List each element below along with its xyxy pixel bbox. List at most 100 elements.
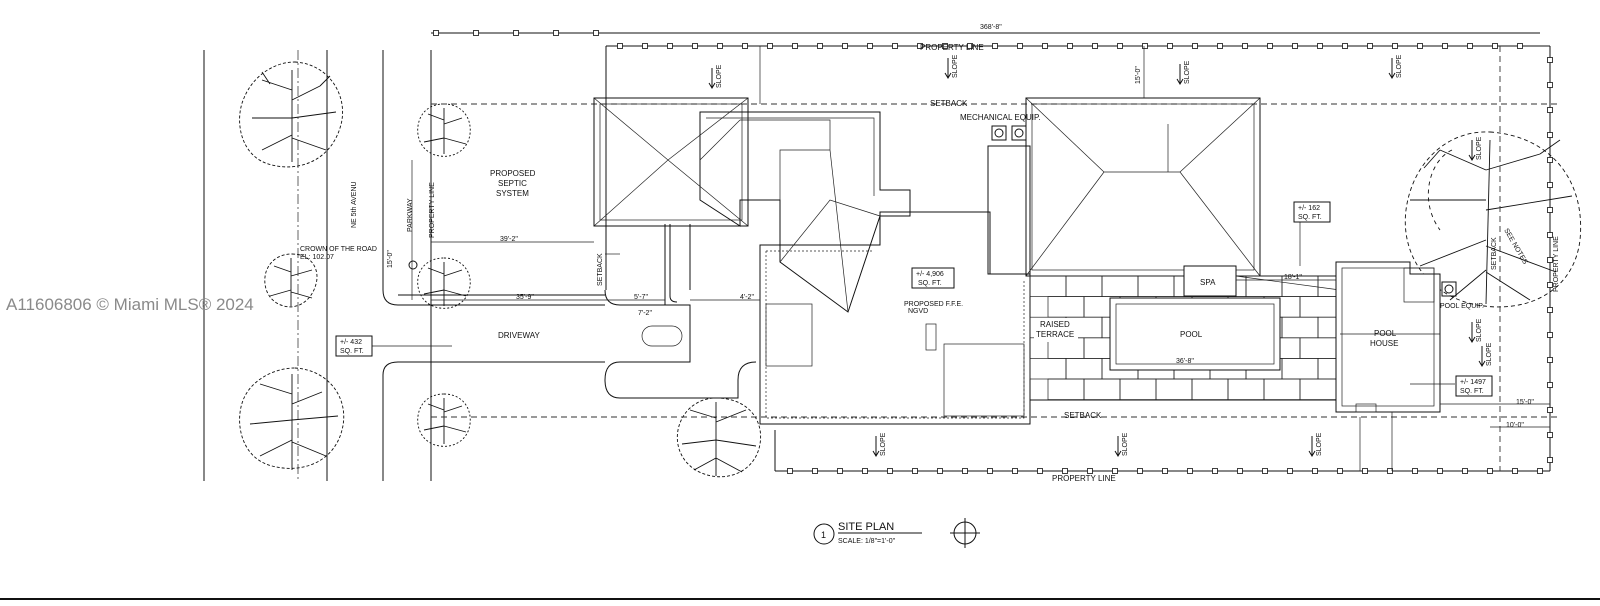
site-plan-scale: SCALE: 1/8"=1'-0" (838, 538, 896, 545)
ffe-label-line2: NGVD (908, 308, 928, 315)
property-line-marker (593, 30, 599, 36)
property-line-marker (1187, 468, 1193, 474)
paver (1137, 275, 1175, 297)
property-line-marker (1537, 468, 1543, 474)
property-line-marker (1547, 307, 1553, 313)
property-line-marker (937, 468, 943, 474)
slope-arrow: SLOPE (1478, 342, 1493, 367)
property-line-marker (1547, 457, 1553, 463)
property-line-marker (787, 468, 793, 474)
setback-lines (431, 46, 1560, 471)
property-line-marker (987, 468, 993, 474)
pool-house-line2: HOUSE (1370, 339, 1398, 348)
property-line-marker (1212, 468, 1218, 474)
property-line-marker (433, 30, 439, 36)
tree-right-canopy (1404, 131, 1582, 308)
property-line-marker (1362, 468, 1368, 474)
property-line-marker (862, 468, 868, 474)
property-line-marker (892, 43, 898, 49)
property-line-marker (1547, 132, 1553, 138)
slope-label: SLOPE (1476, 136, 1483, 160)
property-line-marker (1547, 282, 1553, 288)
paver (1299, 378, 1337, 400)
property-line-marker (1312, 468, 1318, 474)
property-line-marker (1012, 468, 1018, 474)
property-line-marker (967, 43, 973, 49)
ffe-label-line1: PROPOSED F.F.E. (904, 301, 963, 308)
paver (1281, 316, 1319, 339)
property-line-marker (1192, 43, 1198, 49)
property-line-marker (1387, 468, 1393, 474)
street-label: NE 5th AVENU (351, 181, 358, 228)
slope-label: SLOPE (1122, 432, 1129, 456)
slope-label: SLOPE (952, 54, 959, 78)
property-line-marker (1417, 43, 1423, 49)
property-line-right-label: PROPERTY LINE (1553, 236, 1560, 292)
house-area-box (911, 267, 955, 289)
crown-marker (408, 260, 418, 270)
property-line-marker (1017, 43, 1023, 49)
paver (1047, 378, 1085, 400)
property-line-marker (1467, 43, 1473, 49)
tree-large-top (239, 61, 344, 168)
site-plan-title: SITE PLAN (838, 521, 894, 533)
property-line-marker (1292, 43, 1298, 49)
property-line-marker (1242, 43, 1248, 49)
property-line-marker (1087, 468, 1093, 474)
property-line-marker (917, 43, 923, 49)
paver (1101, 275, 1139, 297)
driveway-area-box (335, 335, 373, 357)
property-line-marker (1547, 207, 1553, 213)
house-roof-right (1025, 97, 1261, 277)
property-line-marker (842, 43, 848, 49)
property-line-marker (1137, 468, 1143, 474)
north-arrow-icon (950, 518, 980, 548)
property-line-marker (1492, 43, 1498, 49)
paver (1029, 358, 1067, 380)
slope-arrow: SLOPE (1114, 432, 1129, 457)
street-lines (203, 50, 605, 481)
property-line-marker (792, 43, 798, 49)
property-line-markers (433, 30, 1553, 474)
property-line-marker (1287, 468, 1293, 474)
pool-house-area-line1: +/- 1497 (1460, 379, 1486, 386)
property-line-marker (617, 43, 623, 49)
property-line-marker (1317, 43, 1323, 49)
slope-label: SLOPE (716, 64, 723, 88)
property-line-marker (912, 468, 918, 474)
property-line-marker (1547, 357, 1553, 363)
driveway-area-line2: SQ. FT. (340, 348, 364, 355)
property-line-marker (1367, 43, 1373, 49)
slope-label: SLOPE (1184, 60, 1191, 84)
paver (1065, 275, 1103, 297)
driveway-drawing (604, 224, 757, 399)
spa (1183, 265, 1341, 297)
crown-label-line2: EL: 102.07 (300, 254, 334, 261)
mechanical-equipment-label: MECHANICAL EQUIP. (960, 113, 1040, 122)
property-line-marker (473, 30, 479, 36)
tree-large-bottom (239, 367, 345, 470)
pool-house-area-box (1455, 375, 1493, 397)
crown-label-line1: CROWN OF THE ROAD (300, 246, 377, 253)
mechanical-equipment-units (991, 125, 1027, 141)
property-line-marker (1517, 43, 1523, 49)
slope-label: SLOPE (1486, 342, 1493, 366)
paver (1299, 337, 1337, 359)
dim-left-vertical: 15'-0" (387, 250, 394, 268)
property-line-marker (767, 43, 773, 49)
property-line-marker (1512, 468, 1518, 474)
paver (1065, 358, 1103, 380)
slope-arrow: SLOPE (1468, 318, 1483, 343)
slope-label: SLOPE (880, 432, 887, 456)
property-line-marker (942, 43, 948, 49)
property-line-bottom-label: PROPERTY LINE (1052, 474, 1116, 483)
property-line-marker (962, 468, 968, 474)
property-line-marker (1267, 43, 1273, 49)
setback-right-label: SETBACK (1491, 237, 1498, 270)
slope-arrow: SLOPE (944, 54, 959, 79)
property-line-marker (1547, 407, 1553, 413)
slope-arrow: SLOPE (1468, 136, 1483, 161)
slope-arrow: SLOPE (708, 64, 723, 89)
property-line-marker (1037, 468, 1043, 474)
parkway-label: PARKWAY (407, 198, 414, 232)
